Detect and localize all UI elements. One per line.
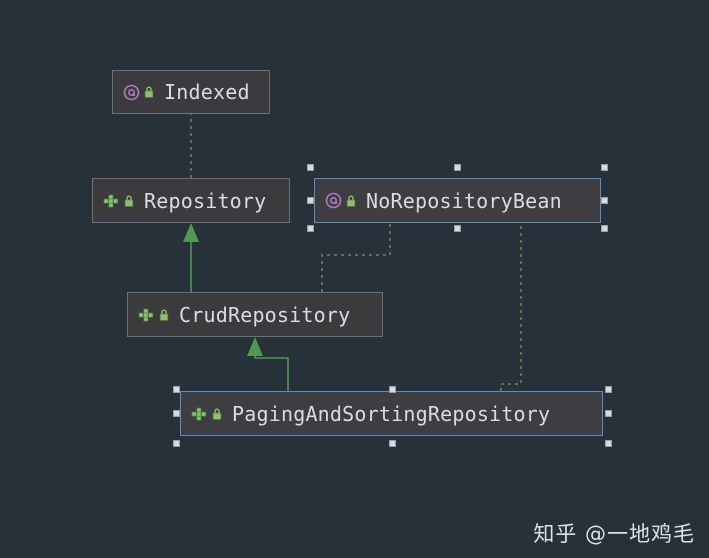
resize-handle-nw[interactable] [307,164,314,171]
edge-crudrepository-norepositorybean [321,223,391,292]
resize-handle-sw[interactable] [173,440,180,447]
node-indexed[interactable]: Indexed [112,70,270,114]
interface-icon [138,307,154,323]
lock-icon [123,194,135,208]
resize-handle-se[interactable] [601,225,608,232]
resize-handle-e[interactable] [601,197,608,204]
at-icon [123,84,140,101]
resize-handle-ne[interactable] [605,386,612,393]
lock-icon [345,194,357,208]
resize-handle-ne[interactable] [601,164,608,171]
resize-handle-w[interactable] [173,410,180,417]
resize-handle-w[interactable] [307,197,314,204]
resize-handle-sw[interactable] [307,225,314,232]
node-label: CrudRepository [179,302,351,327]
interface-icon [103,193,119,209]
arrow-paging-crudrepository [247,337,263,356]
lock-icon [211,407,223,421]
resize-handle-n[interactable] [454,164,461,171]
resize-handle-s[interactable] [389,440,396,447]
node-norepositorybean[interactable]: NoRepositoryBean [314,178,601,223]
node-pagingandsortingrepository[interactable]: PagingAndSortingRepository [180,391,603,436]
at-icon [325,192,342,209]
node-label: PagingAndSortingRepository [232,401,551,426]
edge-paging-norepositorybean [500,223,522,391]
interface-icon [191,406,207,422]
lock-icon [143,85,155,99]
resize-handle-s[interactable] [454,225,461,232]
resize-handle-e[interactable] [605,410,612,417]
resize-handle-nw[interactable] [173,386,180,393]
lock-icon [158,308,170,322]
node-label: Indexed [164,80,250,104]
node-label: NoRepositoryBean [366,188,562,213]
resize-handle-n[interactable] [389,386,396,393]
resize-handle-se[interactable] [605,440,612,447]
node-crudrepository[interactable]: CrudRepository [127,292,383,337]
watermark: 知乎 @一地鸡毛 [533,522,695,546]
node-label: Repository [144,188,267,213]
edge-paging-crudrepository [254,352,289,391]
arrow-crudrepository-repository [183,223,199,242]
node-repository[interactable]: Repository [92,178,290,223]
